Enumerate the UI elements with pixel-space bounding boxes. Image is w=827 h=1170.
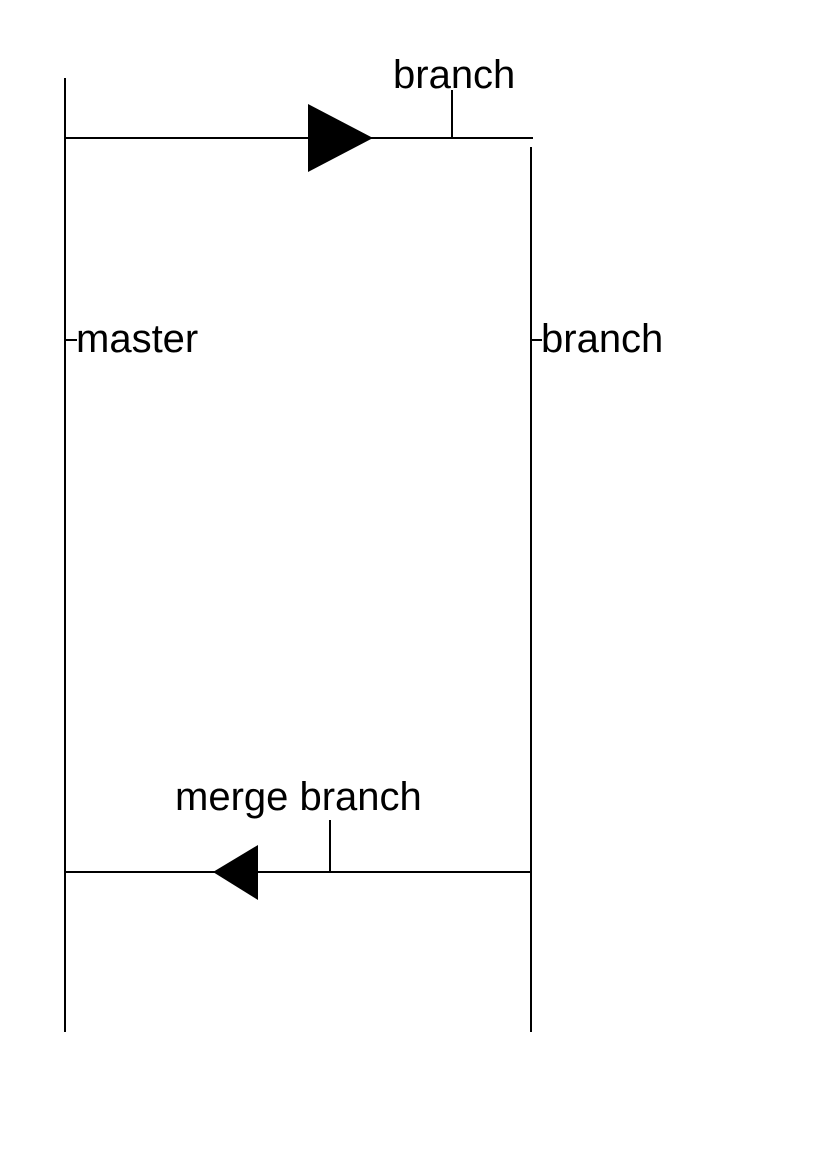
message-merge-branch: merge branch — [65, 775, 531, 900]
branch-lifeline-label: branch — [541, 317, 663, 361]
lifeline-master: master — [63, 78, 198, 1032]
lifeline-branch: branch — [529, 147, 663, 1032]
merge-branch-label: merge branch — [175, 775, 422, 819]
branch-create-label: branch — [393, 53, 515, 97]
message-branch-create: branch — [65, 53, 533, 172]
master-lifeline-label: master — [76, 317, 198, 361]
merge-branch-arrowhead-icon — [213, 845, 258, 900]
branch-create-arrowhead-icon — [308, 104, 373, 172]
